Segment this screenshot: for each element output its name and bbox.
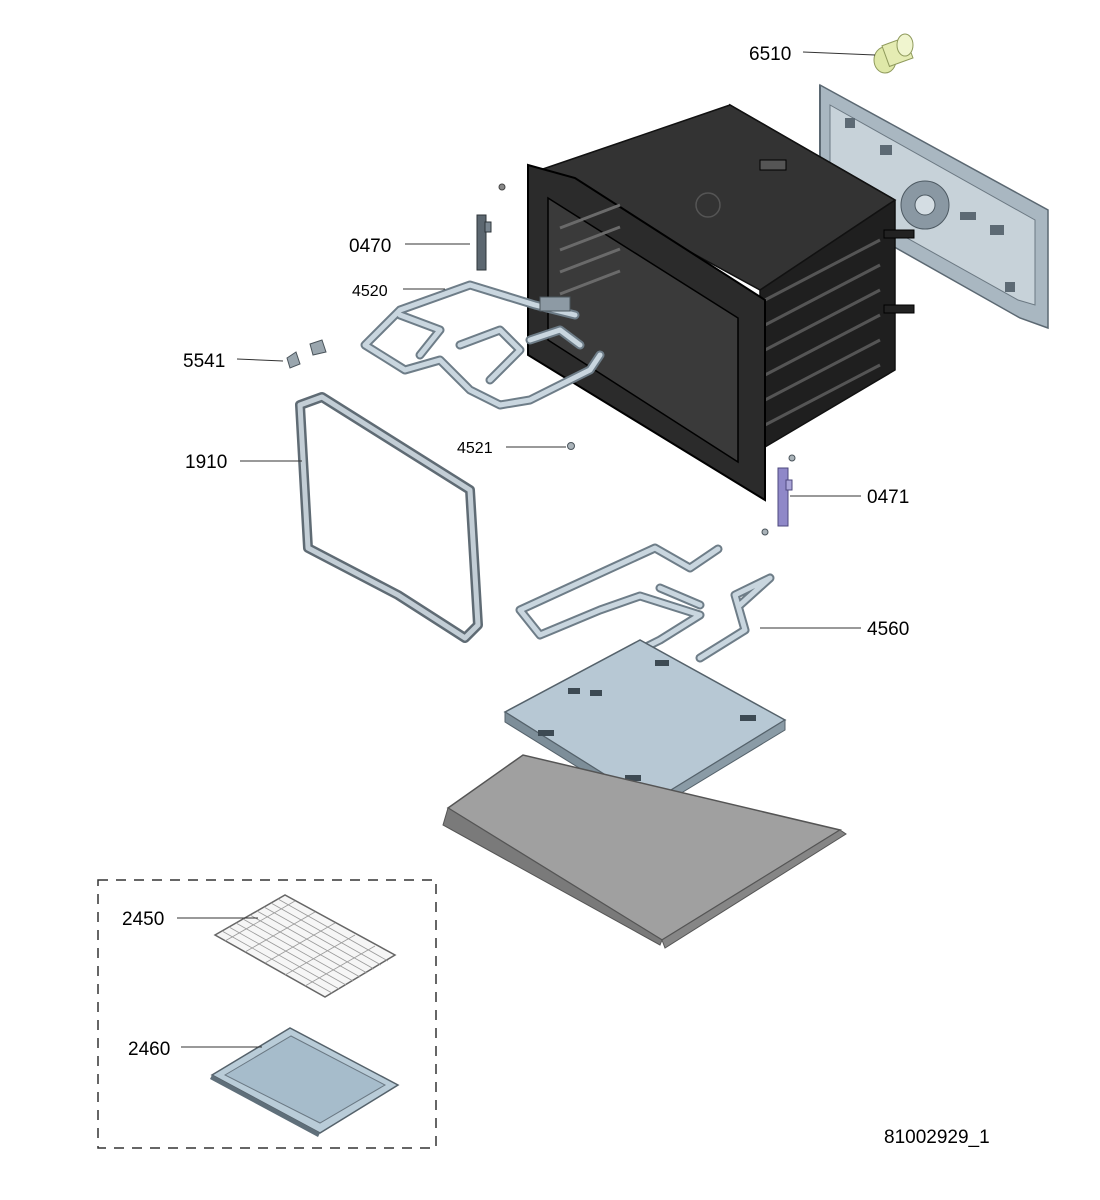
baking-tray [210,1027,400,1137]
label-5541: 5541 [183,351,225,372]
label-6510: 6510 [749,44,791,65]
drawing-number: 81002929_1 [884,1127,990,1148]
oven-cavity [527,103,915,502]
grill-heating-element [360,280,605,410]
label-4520: 4520 [352,283,388,300]
label-4560: 4560 [867,619,909,640]
bottom-heating-element [515,543,775,663]
left-rail-clip [476,183,506,271]
screw [567,442,796,536]
label-1910: 1910 [185,452,227,473]
label-0470: 0470 [349,236,391,257]
door-gasket [295,392,483,643]
lamp-cap [873,33,914,74]
accessories-box [97,879,437,1149]
label-2460: 2460 [128,1039,170,1060]
label-2450: 2450 [122,909,164,930]
wire-rack [213,894,397,998]
oven-floor [442,754,847,949]
element-bracket [286,339,327,369]
leader-lines [177,51,876,1048]
label-0471: 0471 [867,487,909,508]
right-rail-clip [777,467,793,527]
label-4521: 4521 [457,440,493,457]
